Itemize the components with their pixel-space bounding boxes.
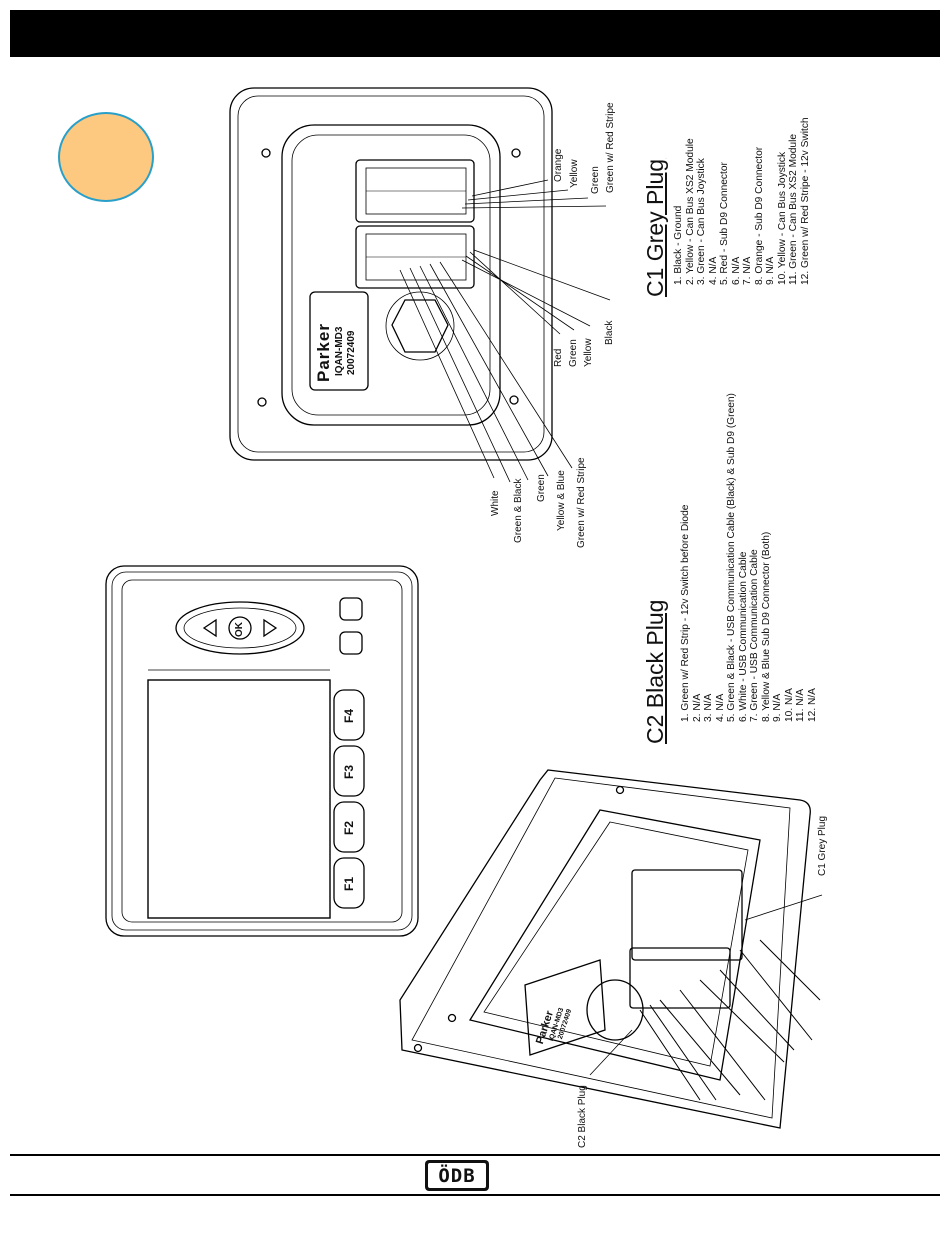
ok-button-label: OK bbox=[234, 622, 245, 637]
c1-pin-8: 8. Orange - Sub D9 Connector bbox=[753, 146, 765, 285]
c2-pin-10: 10. N/A bbox=[783, 688, 795, 722]
display-front-view bbox=[105, 565, 419, 937]
c2-title: C2 Black Plug bbox=[642, 599, 668, 744]
c1-pin-5: 5. Red - Sub D9 Connector bbox=[719, 162, 730, 285]
odb-logo-text: ÖDB bbox=[428, 1163, 486, 1188]
c2-pin-1: 1. Green w/ Red Strip - 12v Switch befor… bbox=[680, 504, 691, 722]
c2-pin-7: 7. Green - USB Communication Cable bbox=[749, 549, 760, 722]
wire-label-red: Red bbox=[553, 348, 564, 367]
c2-pin-list: 1. Green w/ Red Strip - 12v Switch befor… bbox=[680, 393, 818, 722]
c2-pin-11: 11. N/A bbox=[795, 688, 806, 722]
c1-pin-11: 11. Green - Can Bus XS2 Module bbox=[788, 133, 799, 285]
wire-label-green2: Green bbox=[568, 339, 579, 367]
callout-c1-grey-plug: C1 Grey Plug bbox=[817, 815, 828, 876]
wire-label-orange: Orange bbox=[553, 148, 564, 182]
plate-brand: Parker bbox=[314, 323, 333, 382]
iso-wires bbox=[589, 894, 823, 1101]
c2-pin-6: 6. White - USB Communication Cable bbox=[737, 551, 749, 722]
page-badge bbox=[58, 112, 154, 202]
callout-c2-black-plug: C2 Black Plug bbox=[577, 1085, 588, 1148]
c2-pin-8: 8. Yellow & Blue Sub D9 Connector (Both) bbox=[760, 531, 772, 722]
c1-pin-12: 12. Green w/ Red Stripe - 12v Switch bbox=[799, 117, 811, 285]
c2-pin-3: 3. N/A bbox=[703, 693, 714, 722]
c1-pin-list: 1. Black - Ground 2. Yellow - Can Bus XS… bbox=[673, 117, 811, 285]
odb-logo: ÖDB bbox=[425, 1160, 489, 1191]
footer-rule-bottom bbox=[10, 1194, 940, 1196]
wire-label-yellow: Yellow bbox=[569, 159, 580, 188]
c1-pin-10: 10. Yellow - Can Bus Joystick bbox=[776, 151, 788, 285]
wire-label-green-black: Green & Black bbox=[513, 478, 524, 543]
c1-pin-3: 3. Green - Can Bus Joystick bbox=[696, 158, 707, 285]
footer-rule-top bbox=[10, 1154, 940, 1156]
c1-pin-2: 2. Yellow - Can Bus XS2 Module bbox=[684, 138, 696, 285]
wire-label-yellow-blue: Yellow & Blue bbox=[556, 470, 567, 531]
wire-label-green-c2: Green bbox=[536, 474, 547, 502]
c1-pin-4: 4. N/A bbox=[707, 256, 719, 285]
c1-pin-1: 1. Black - Ground bbox=[673, 205, 684, 285]
wire-label-green-red: Green w/ Red Stripe bbox=[605, 102, 616, 193]
f3-button-label: F3 bbox=[342, 764, 356, 779]
c1-pin-9: 9. N/A bbox=[765, 256, 776, 285]
wire-label-green: Green bbox=[590, 166, 601, 194]
module-rear-view bbox=[229, 87, 553, 461]
wire-label-white: White bbox=[490, 490, 501, 516]
wire-label-yellow2: Yellow bbox=[583, 338, 594, 367]
c1-title: C1 Grey Plug bbox=[642, 158, 668, 297]
c2-pin-4: 4. N/A bbox=[714, 693, 726, 722]
header-bar bbox=[10, 10, 940, 57]
c2-pin-2: 2. N/A bbox=[691, 693, 703, 722]
plate-model: IQAN-MD3 bbox=[334, 326, 345, 376]
f1-button-label: F1 bbox=[342, 876, 356, 891]
f2-button-label: F2 bbox=[342, 820, 356, 835]
c2-pin-9: 9. N/A bbox=[772, 693, 783, 722]
module-iso-view bbox=[399, 769, 811, 1129]
plate-serial: 20072409 bbox=[346, 330, 357, 376]
c1-pin-6: 6. N/A bbox=[730, 256, 742, 285]
f4-button-label: F4 bbox=[342, 708, 356, 723]
top-wire-leaders bbox=[399, 179, 611, 483]
wire-label-black: Black bbox=[604, 320, 615, 345]
c2-pin-5: 5. Green & Black - USB Communication Cab… bbox=[726, 393, 737, 722]
c1-pin-7: 7. N/A bbox=[742, 256, 753, 285]
c2-pin-12: 12. N/A bbox=[806, 688, 818, 722]
wire-label-green-red-c2: Green w/ Red Stripe bbox=[576, 457, 587, 548]
